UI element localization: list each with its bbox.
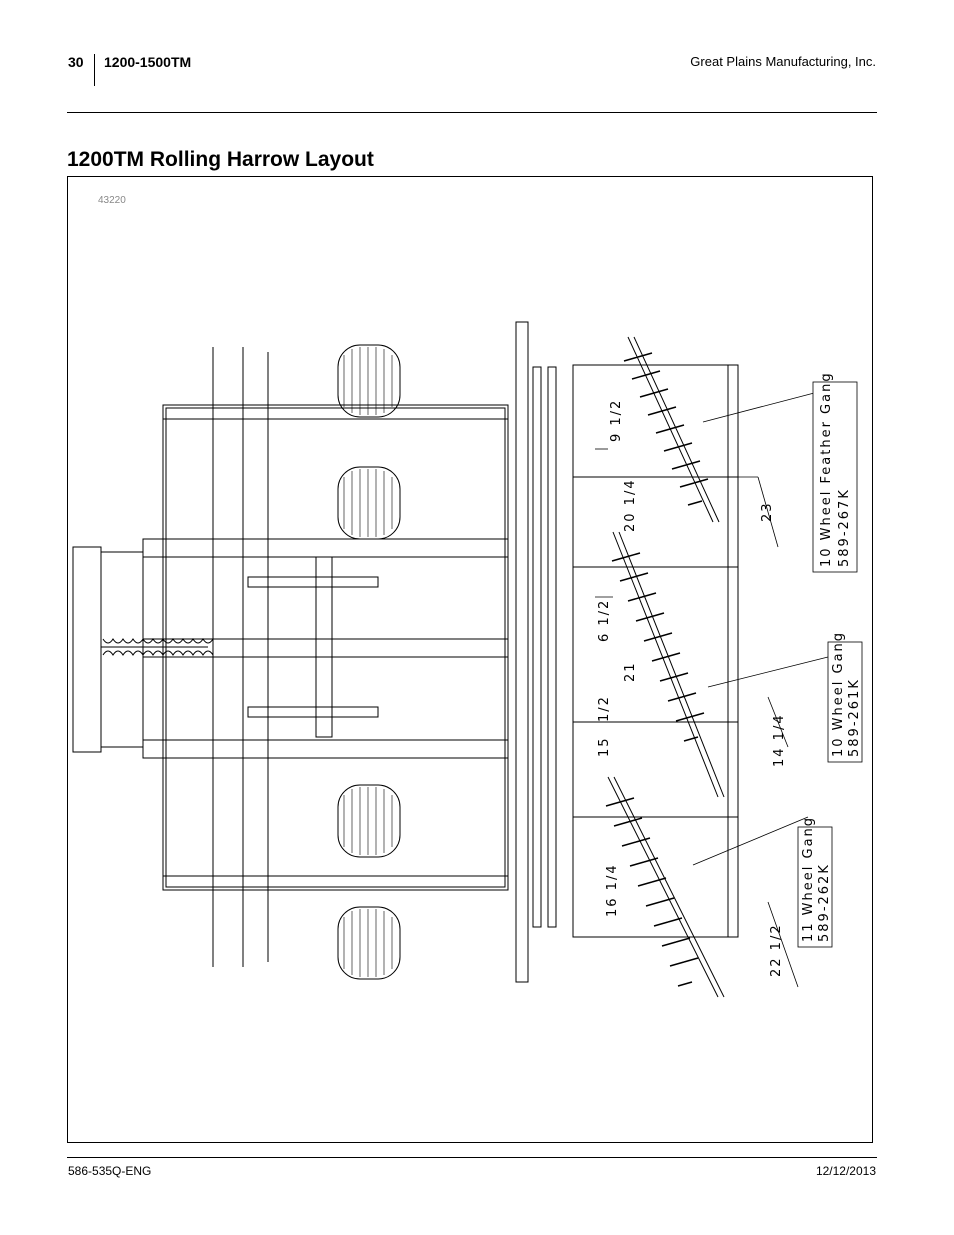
header-rule — [67, 112, 877, 113]
page-title: 1200TM Rolling Harrow Layout — [67, 148, 374, 171]
dimension-label: 21 — [623, 661, 638, 682]
feather-gang-label: 10 Wheel Feather Gang — [819, 371, 834, 567]
dimension-label: 15 — [597, 736, 612, 757]
dimension-label: 20 1/4 — [623, 478, 638, 532]
company-name: Great Plains Manufacturing, Inc. — [690, 54, 876, 69]
dimension-label: 22 1/2 — [769, 923, 784, 977]
header-divider — [94, 54, 95, 86]
document-date: 12/12/2013 — [815, 1164, 876, 1178]
gang-262-label: 11 Wheel Gang — [801, 816, 816, 942]
document-number: 586-535Q-ENG — [68, 1164, 152, 1178]
gang-261-part: 589-261K — [847, 678, 862, 757]
dimension-label: 6 1/2 — [597, 599, 612, 642]
dimension-label: 14 1/4 — [772, 713, 787, 767]
feather-gang-part: 589-267K — [837, 488, 852, 567]
page-number: 30 — [68, 54, 84, 70]
footer-rule — [67, 1157, 877, 1158]
harrow-drawing: 10 Wheel Feather Gang 589-267K 10 Wheel … — [72, 321, 863, 998]
dimension-label: 1/2 — [597, 695, 612, 722]
dimension-label: 9 1/2 — [609, 399, 624, 442]
layout-figure: 43220 — [67, 176, 873, 1143]
gang-261-label: 10 Wheel Gang — [831, 631, 846, 757]
gang-262-part: 589-262K — [817, 863, 832, 942]
model-name: 1200-1500TM — [104, 54, 192, 70]
figure-id: 43220 — [98, 195, 126, 206]
dimension-label: 23 — [760, 501, 775, 522]
dimension-label: 16 1/4 — [605, 863, 620, 917]
